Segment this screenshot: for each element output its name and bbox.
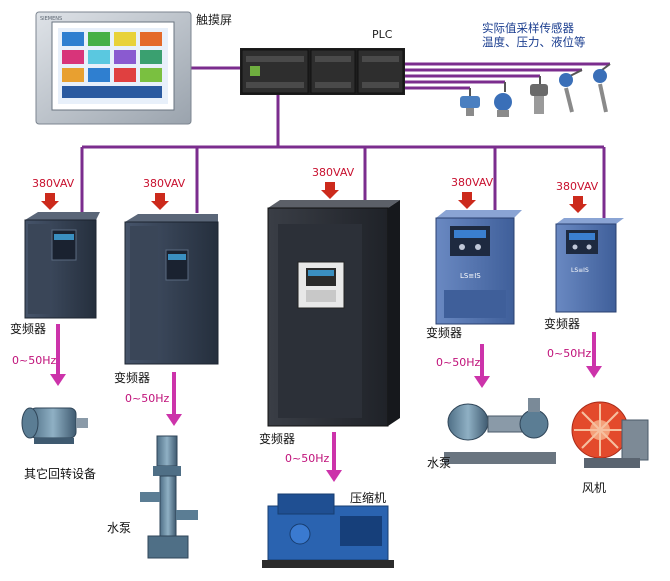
down-arrow-icon xyxy=(166,414,182,426)
down-arrow-icon xyxy=(41,193,59,210)
touchscreen-tiles xyxy=(62,32,162,98)
horizontal-pump-icon xyxy=(444,398,556,464)
sensor-icon xyxy=(559,69,583,113)
down-arrow-icon xyxy=(321,182,339,199)
load-label-4: 水泵 xyxy=(427,456,451,470)
plc-device xyxy=(240,48,405,95)
voltage-label-4: 380VAV xyxy=(451,176,494,189)
freq-label-1: 0~50Hz xyxy=(12,354,56,367)
inverter-label-2: 变频器 xyxy=(114,370,150,385)
frequency-outputs: 0~50Hz 0~50Hz 0~50Hz 0~50Hz 0~50Hz xyxy=(12,324,602,482)
inverter-label-3: 变频器 xyxy=(259,431,295,446)
sensors-label-line1: 实际值采样传感器 xyxy=(482,21,574,35)
inverter-5-brand: LS≡IS xyxy=(571,267,589,274)
freq-label-5: 0~50Hz xyxy=(547,347,591,360)
vertical-pump-icon xyxy=(140,435,198,559)
inverter-3 xyxy=(267,200,400,427)
freq-label-3: 0~50Hz xyxy=(285,452,329,465)
inverter-1 xyxy=(24,212,100,319)
sensor-group xyxy=(460,63,611,117)
inverter-label-4: 变频器 xyxy=(426,325,462,340)
inverter-4: LS≡IS xyxy=(435,210,522,325)
load-label-5: 风机 xyxy=(582,481,606,495)
bus-lines xyxy=(80,62,610,220)
down-arrow-icon xyxy=(326,470,342,482)
voltage-label-2: 380VAV xyxy=(143,177,186,190)
voltage-label-3: 380VAV xyxy=(312,166,355,179)
inverter-label-1: 变频器 xyxy=(10,321,46,336)
inverter-5: LS≡IS xyxy=(555,218,624,313)
touchscreen-brand: SIEMENS xyxy=(40,16,62,22)
fan-icon xyxy=(571,401,649,468)
sensor-icon xyxy=(460,88,480,116)
down-arrow-icon xyxy=(458,192,476,209)
load-label-2: 水泵 xyxy=(107,521,131,535)
motor-icon xyxy=(21,407,88,444)
load-label-3: 压缩机 xyxy=(350,490,386,505)
voltage-label-1: 380VAV xyxy=(32,177,75,190)
down-arrow-icon xyxy=(151,193,169,210)
inverter-4-brand: LS≡IS xyxy=(460,272,481,280)
touchscreen-device: SIEMENS xyxy=(35,11,192,125)
inverter-label-5: 变频器 xyxy=(544,316,580,331)
down-arrow-icon xyxy=(586,366,602,378)
load-label-1: 其它回转设备 xyxy=(24,466,96,481)
freq-label-4: 0~50Hz xyxy=(436,356,480,369)
plc-label: PLC xyxy=(372,28,393,41)
down-arrow-icon xyxy=(569,196,587,213)
down-arrow-icon xyxy=(50,374,66,386)
inverter-2 xyxy=(124,214,219,365)
voltage-label-5: 380VAV xyxy=(556,180,599,193)
touchscreen-label: 触摸屏 xyxy=(196,13,232,27)
sensor-icon xyxy=(593,63,611,113)
sensors-label-line2: 温度、压力、液位等 xyxy=(482,35,586,49)
freq-label-2: 0~50Hz xyxy=(125,392,169,405)
sensor-icon xyxy=(530,76,548,114)
compressor-icon xyxy=(262,493,394,568)
down-arrow-icon xyxy=(474,376,490,388)
sensor-icon xyxy=(494,82,512,117)
voltage-inputs: 380VAV 380VAV 380VAV 380VAV 380VAV xyxy=(32,166,599,213)
